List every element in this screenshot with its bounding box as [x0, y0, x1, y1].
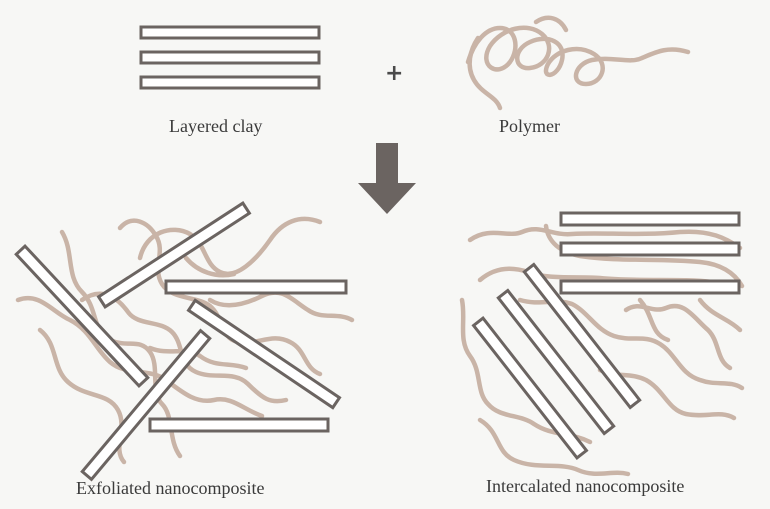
clay-layer: [561, 281, 739, 293]
clay-layer: [166, 281, 346, 293]
clay-layer: [141, 52, 319, 63]
reaction-arrow: [358, 143, 416, 214]
polymer-label: Polymer: [499, 116, 560, 137]
clay-layer: [561, 213, 739, 225]
polymer-coil: [468, 18, 688, 108]
plus-sign: +: [385, 61, 403, 86]
intercalated-label: Intercalated nanocomposite: [486, 476, 684, 497]
clay-layer: [141, 27, 319, 38]
clay-layer: [150, 419, 328, 431]
clay-layer: [16, 246, 148, 386]
layered-clay-stack: [141, 27, 319, 88]
exfoliated-label: Exfoliated nanocomposite: [76, 478, 264, 499]
intercalated-clay-plates: [474, 213, 739, 458]
clay-layer: [141, 77, 319, 88]
layered-clay-label: Layered clay: [169, 116, 262, 137]
clay-layer: [561, 243, 739, 255]
